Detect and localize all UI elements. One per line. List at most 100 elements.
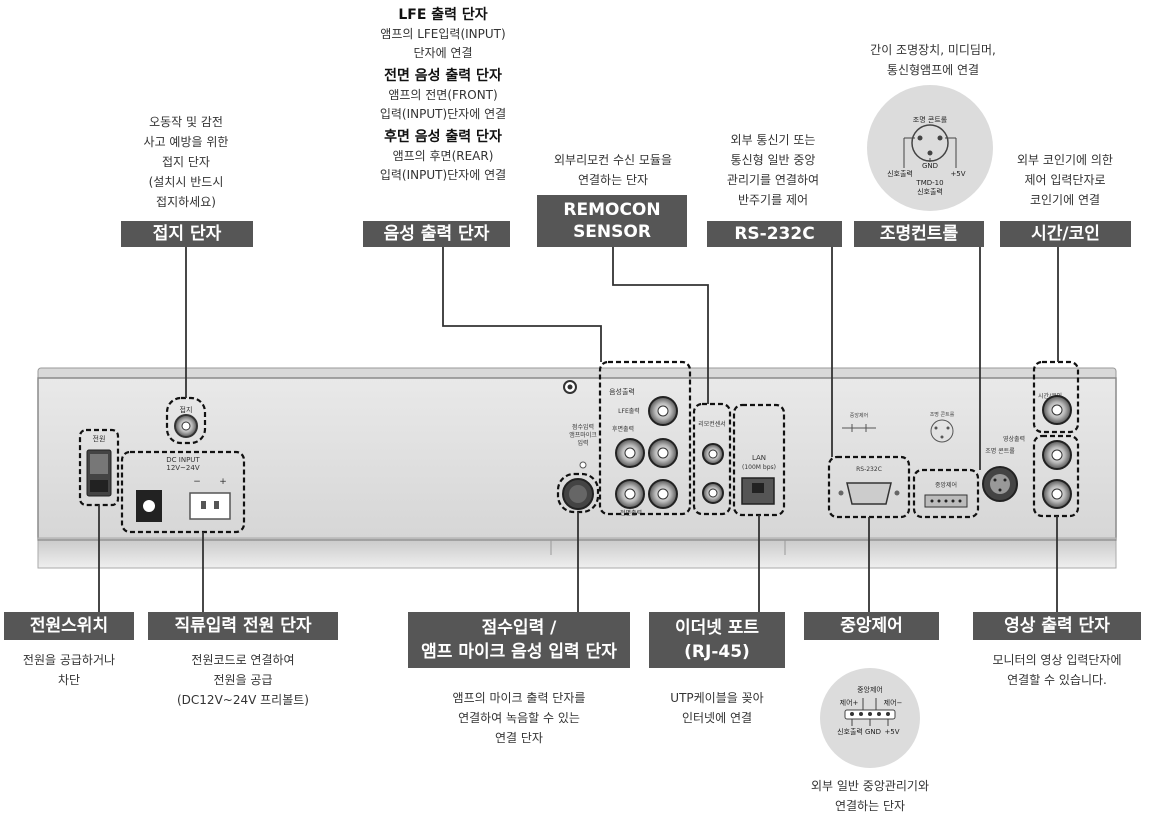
inset-central-5v: +5V	[884, 728, 899, 736]
ground-desc-line: 접지하세요)	[156, 195, 216, 209]
dc-plus-text: +	[219, 477, 227, 487]
lfe-desc-line: 단자에 연결	[413, 46, 473, 60]
inset-lighting-gnd: GND	[922, 162, 938, 170]
central-control-pinout-inset: 중앙제어 제어+ 제어− 신호출력 GND +5V	[820, 668, 920, 768]
front-desc-title: 전면 음성 출력 단자	[384, 68, 502, 84]
central-control-label-text: 중앙제어	[840, 616, 903, 636]
dc-voltage-panel-text: 12V~24V	[166, 464, 199, 472]
lighting-pinout-text: 조명 콘트롤	[930, 411, 955, 418]
audio-output-jacks[interactable]: 음성출력 LFE출력 후면출력 전면출력	[598, 360, 692, 517]
power-switch-label: 전원스위치	[4, 612, 134, 640]
inset-central-signal: 신호출력	[837, 727, 863, 736]
rs232c-label-text: RS-232C	[734, 224, 815, 244]
time-coin-desc-line: 제어 입력단자로	[1024, 173, 1106, 187]
rear-panel-text: 후면출력	[612, 425, 634, 433]
lighting-control-port[interactable]: 조명 콘트롤	[982, 447, 1018, 502]
power-switch-label-text: 전원스위치	[29, 616, 109, 636]
remocon-sensor-jacks[interactable]: 리모컨센서	[692, 402, 732, 516]
audio-out-panel-text: 음성출력	[609, 387, 635, 396]
rear-desc-line: 입력(INPUT)단자에 연결	[379, 168, 507, 182]
lighting-control-label: 조명컨트롤	[854, 221, 984, 247]
device-chassis	[37, 367, 1117, 569]
rear-desc-line: 앰프의 후면(REAR)	[392, 149, 494, 163]
mic-input-jack[interactable]: 점수입력 앰프마이크 입력	[556, 423, 600, 514]
audio-output-label: 음성 출력 단자	[363, 221, 510, 247]
mic-input-description: 앰프의 마이크 출력 단자를 연결하여 녹음할 수 있는 연결 단자	[408, 688, 630, 748]
ethernet-desc-line: UTP케이블을 꽂아	[670, 691, 764, 705]
dc-minus-text: −	[193, 477, 201, 487]
mic-panel-text-1: 점수입력	[572, 423, 594, 431]
lfe-panel-text: LFE출력	[618, 407, 640, 415]
rs232c-label: RS-232C	[707, 221, 842, 247]
mic-input-label: 점수입력 / 앰프 마이크 음성 입력 단자	[408, 612, 630, 668]
dc-input-terminal[interactable]: DC INPUT 12V~24V − +	[120, 450, 246, 534]
rs232c-desc-line: 통신형 일반 중앙	[730, 153, 816, 167]
ground-desc-line: 접지 단자	[162, 155, 210, 169]
dc-input-label: 직류입력 전원 단자	[148, 612, 338, 640]
video-out-desc-line: 연결할 수 있습니다.	[1007, 673, 1107, 687]
ground-panel-text: 접지	[180, 405, 193, 414]
mic-input-desc-line: 연결하여 녹음할 수 있는	[458, 711, 580, 725]
dc-input-label-text: 직류입력 전원 단자	[174, 616, 312, 636]
inset-central-gnd: GND	[865, 728, 881, 736]
rs232c-desc-line: 관리기를 연결하여	[726, 173, 820, 187]
central-desc-line: 외부 일반 중앙관리기와	[810, 779, 930, 793]
dc-input-desc-line: (DC12V~24V 프리볼트)	[177, 693, 309, 707]
ground-description: 오동작 및 감전 사고 예방을 위한 접지 단자 (설치시 반드시 접지하세요)	[110, 112, 262, 212]
ethernet-port-label: 이더넷 포트 (RJ-45)	[649, 612, 785, 668]
mic-input-label-line: 앰프 마이크 음성 입력 단자	[421, 642, 617, 662]
video-output-jacks[interactable]: 영상출력	[1003, 434, 1080, 518]
dc-input-desc-line: 전원을 공급	[213, 673, 273, 687]
power-switch-desc-line: 전원을 공급하거나	[22, 653, 116, 667]
power-panel-text: 전원	[93, 434, 106, 443]
front-desc-line: 앰프의 전면(FRONT)	[388, 88, 498, 102]
video-out-label-text: 영상 출력 단자	[1004, 616, 1110, 636]
time-coin-label-text: 시간/코인	[1031, 224, 1100, 244]
rs232c-port[interactable]: RS-232C	[827, 455, 911, 519]
remocon-label-line: SENSOR	[573, 222, 651, 242]
central-control-port[interactable]: 중앙제어	[912, 468, 980, 519]
inset-lighting-model: TMD-10	[915, 179, 943, 187]
lighting-desc-line: 통신형앰프에 연결	[886, 63, 980, 77]
lighting-description: 간이 조명장치, 미디딤머, 통신형앰프에 연결	[853, 40, 1013, 80]
time-coin-desc-line: 코인기에 연결	[1029, 193, 1101, 207]
dc-input-panel-text: DC INPUT	[166, 456, 200, 464]
central-control-description: 외부 일반 중앙관리기와 연결하는 단자	[790, 776, 950, 816]
rs232c-description: 외부 통신기 또는 통신형 일반 중앙 관리기를 연결하여 반주기를 제어	[708, 130, 838, 210]
front-panel-text: 전면출력	[620, 509, 642, 517]
lfe-desc-line: 앰프의 LFE입력(INPUT)	[380, 27, 506, 41]
inset-lighting-5v: +5V	[950, 170, 965, 178]
rs232c-panel-text: RS-232C	[856, 466, 882, 473]
ground-terminal-label: 접지 단자	[121, 221, 253, 247]
remocon-description: 외부리모컨 수신 모듈을 연결하는 단자	[538, 150, 688, 190]
mic-input-desc-line: 연결 단자	[495, 731, 543, 745]
mic-panel-text-3: 입력	[577, 439, 588, 447]
video-out-panel-text: 영상출력	[1003, 435, 1025, 443]
mic-input-label-line: 점수입력 /	[481, 618, 557, 638]
inset-central-title: 중앙제어	[857, 685, 883, 694]
remocon-desc-line: 외부리모컨 수신 모듈을	[553, 153, 673, 167]
inset-central-ctrl-minus: 제어−	[884, 698, 903, 707]
power-switch-desc-line: 차단	[57, 673, 81, 687]
video-output-description: 모니터의 영상 입력단자에 연결할 수 있습니다.	[965, 650, 1149, 690]
ethernet-description: UTP케이블을 꽂아 인터넷에 연결	[649, 688, 785, 728]
ground-desc-line: 오동작 및 감전	[149, 115, 223, 129]
inset-central-ctrl-plus: 제어+	[840, 698, 859, 707]
time-coin-label: 시간/코인	[1000, 221, 1131, 247]
ground-desc-line: 사고 예방을 위한	[143, 135, 229, 149]
remocon-panel-text: 리모컨센서	[698, 420, 726, 428]
time-coin-panel-text: 시간/코인	[1038, 392, 1062, 400]
rear-desc-title: 후면 음성 출력 단자	[384, 129, 502, 145]
ethernet-label-line: (RJ-45)	[684, 642, 750, 662]
ground-desc-line: (설치시 반드시	[148, 175, 224, 189]
time-coin-jack[interactable]: 시간/코인	[1032, 360, 1080, 434]
inset-lighting-signal: 신호출력	[887, 169, 913, 178]
rs232c-desc-line: 외부 통신기 또는	[730, 133, 816, 147]
remocon-label-line: REMOCON	[563, 200, 661, 220]
lan-port[interactable]: LAN (100M bps)	[732, 403, 786, 517]
central-control-label: 중앙제어	[804, 612, 939, 640]
central-desc-line: 연결하는 단자	[834, 799, 906, 813]
lan-panel-text: LAN	[752, 454, 766, 462]
central-panel-text: 중앙제어	[935, 481, 957, 489]
